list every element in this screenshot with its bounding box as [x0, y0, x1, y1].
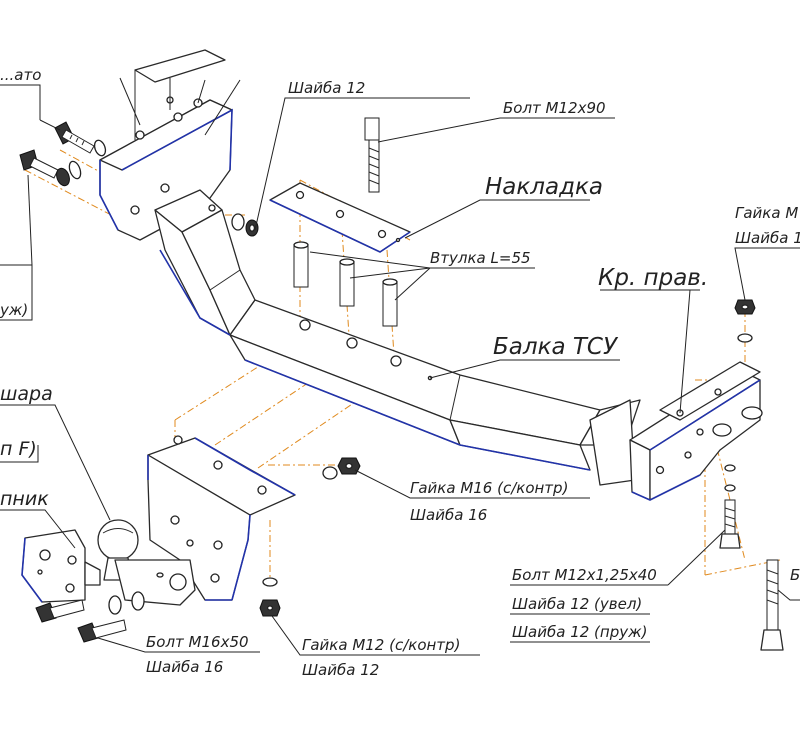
washers-top-left	[56, 139, 107, 187]
label-washer-12-top: Шайба 12	[288, 79, 365, 97]
lower-left-bracket	[147, 435, 296, 601]
label-shara: шара	[0, 383, 53, 405]
label-balka-tsu: Балка ТСУ	[493, 334, 619, 360]
label-washer-12-uvel: Шайба 12 (увел)	[512, 595, 642, 613]
bolt-top-left	[54, 121, 95, 154]
label-n-f: п F)	[0, 438, 37, 460]
label-washer-12-pruzh: Шайба 12 (пруж)	[512, 623, 647, 641]
bolt-right-long	[760, 559, 784, 651]
main-beam-balka	[154, 189, 641, 486]
label-plastina: пник	[0, 488, 49, 510]
leader-lines	[0, 77, 800, 656]
label-bolt-m12x125x40: Болт М12х1,25х40	[512, 566, 657, 584]
labels: ...ато Шайба 12 Болт М12х90 Накладка Вту…	[0, 66, 800, 679]
nut-m16	[322, 457, 361, 480]
label-nut-m16: Гайка М16 (с/контр)	[410, 479, 568, 497]
washers-right	[712, 406, 763, 492]
label-nakladka: Накладка	[485, 174, 603, 200]
bolt-m12x90	[364, 117, 380, 193]
washers-m16-bottom	[108, 591, 145, 615]
tow-ball-hook	[97, 519, 196, 606]
label-washer-16-bottom: Шайба 16	[146, 658, 223, 676]
label-kr-prav: Кр. прав.	[598, 265, 708, 291]
right-bracket	[629, 361, 761, 501]
bolts-m16x50	[35, 599, 127, 643]
bolt-left-vertical	[19, 149, 59, 179]
label-right-top-1: Гайка М	[735, 204, 798, 222]
label-washer-12-bottom: Шайба 12	[302, 661, 379, 679]
label-top-left-clip: ...ато	[0, 66, 41, 84]
bolt-m12x125x40	[719, 499, 741, 549]
label-bolt-m12x90: Болт М12х90	[503, 99, 606, 117]
nut-m12-bottom	[259, 577, 281, 617]
nut-right-top	[734, 299, 756, 343]
label-washer-16-mid: Шайба 16	[410, 506, 487, 524]
label-left-mid-2: уж)	[0, 301, 28, 319]
label-nut-m12: Гайка М12 (с/контр)	[302, 636, 460, 654]
label-right-top-2: Шайба 1	[735, 229, 800, 247]
socket-plate	[21, 529, 101, 603]
label-bolt-m16x50: Болт М16х50	[146, 633, 249, 651]
label-vtulka: Втулка L=55	[430, 249, 531, 267]
sleeves-vtulka	[293, 241, 398, 327]
label-right-bottom-clip: Б	[790, 566, 800, 584]
plate-nakladka	[269, 182, 411, 253]
washer-top-center	[231, 213, 259, 237]
